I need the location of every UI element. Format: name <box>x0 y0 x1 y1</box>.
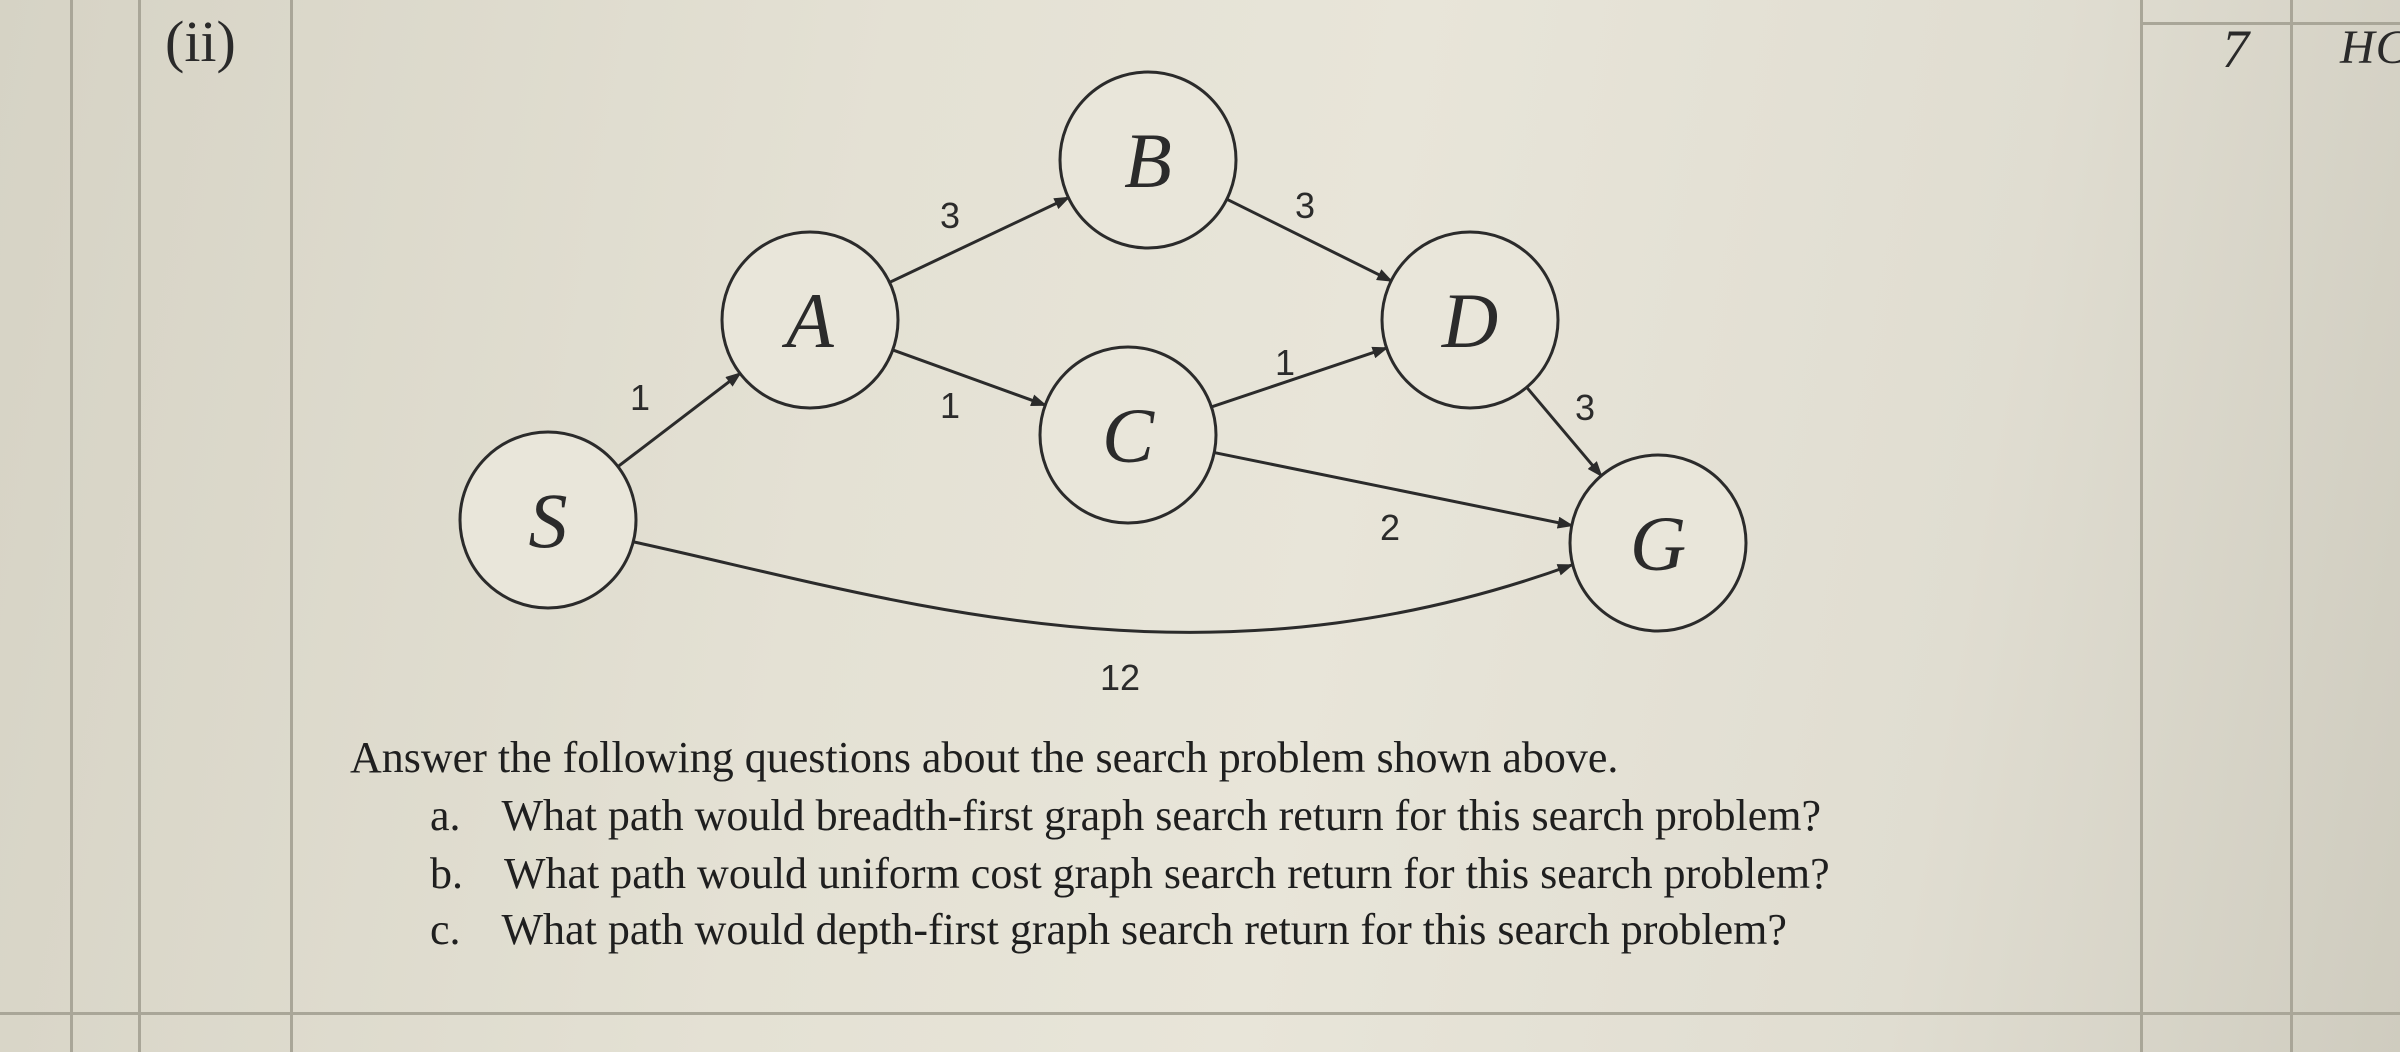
table-border-inner-left <box>138 0 141 1052</box>
edge-d-g <box>1525 386 1603 478</box>
node-a-label: A <box>781 277 834 364</box>
question-c-letter: c. <box>430 905 461 954</box>
question-c: c. What path would depth-first graph sea… <box>430 904 1787 955</box>
question-b-text: What path would uniform cost graph searc… <box>504 849 1830 898</box>
edge-s-g <box>633 540 1574 634</box>
edge-a-b <box>888 196 1071 284</box>
table-bottom-rule <box>0 1012 2400 1015</box>
node-b-circle <box>1058 70 1238 250</box>
node-b-label: B <box>1124 117 1172 204</box>
question-c-text: What path would depth-first graph search… <box>501 905 1787 954</box>
question-b: b. What path would uniform cost graph se… <box>430 848 1830 899</box>
node-d: D <box>1380 230 1560 410</box>
edge-weight-d-g: 3 <box>1575 387 1595 428</box>
node-g-circle <box>1568 453 1748 633</box>
node-d-label: D <box>1441 277 1498 364</box>
edge-weight-c-d: 1 <box>1275 342 1295 383</box>
instructions-text: Answer the following questions about the… <box>350 733 1619 782</box>
edge-s-a <box>617 372 742 468</box>
edge-a-c <box>892 348 1048 407</box>
edge-weight-a-c: 1 <box>940 385 960 426</box>
table-border-content-right <box>2140 0 2143 1052</box>
node-g: G <box>1568 453 1748 633</box>
edge-c-d <box>1210 346 1389 409</box>
node-s-label: S <box>529 477 568 564</box>
node-a: A <box>720 230 900 410</box>
table-header-rule <box>2140 22 2400 25</box>
node-s-circle <box>458 430 638 610</box>
question-number: (ii) <box>165 9 236 74</box>
column-heading: HC <box>2340 21 2400 74</box>
edge-weight-a-b: 3 <box>940 195 960 236</box>
node-g-label: G <box>1630 500 1686 587</box>
node-b: B <box>1058 70 1238 250</box>
node-c: C <box>1038 345 1218 525</box>
edge-weight-c-g: 2 <box>1380 507 1400 548</box>
node-c-label: C <box>1102 392 1155 479</box>
node-a-circle <box>720 230 900 410</box>
question-a: a. What path would breadth-first graph s… <box>430 790 1821 841</box>
question-b-letter: b. <box>430 849 463 898</box>
node-d-circle <box>1380 230 1560 410</box>
edge-b-d <box>1226 197 1393 283</box>
edge-weight-s-g: 12 <box>1100 657 1140 698</box>
edge-weight-s-a: 1 <box>630 377 650 418</box>
node-c-circle <box>1038 345 1218 525</box>
table-border-left <box>70 0 73 1052</box>
question-a-text: What path would breadth-first graph sear… <box>501 791 1822 840</box>
edge-weight-b-d: 3 <box>1295 185 1315 226</box>
node-s: S <box>458 430 638 610</box>
marks-value: 7 <box>2222 19 2249 79</box>
table-border-question <box>290 0 293 1052</box>
question-a-letter: a. <box>430 791 461 840</box>
table-border-marks-right <box>2290 0 2293 1052</box>
edge-c-g <box>1213 451 1574 529</box>
